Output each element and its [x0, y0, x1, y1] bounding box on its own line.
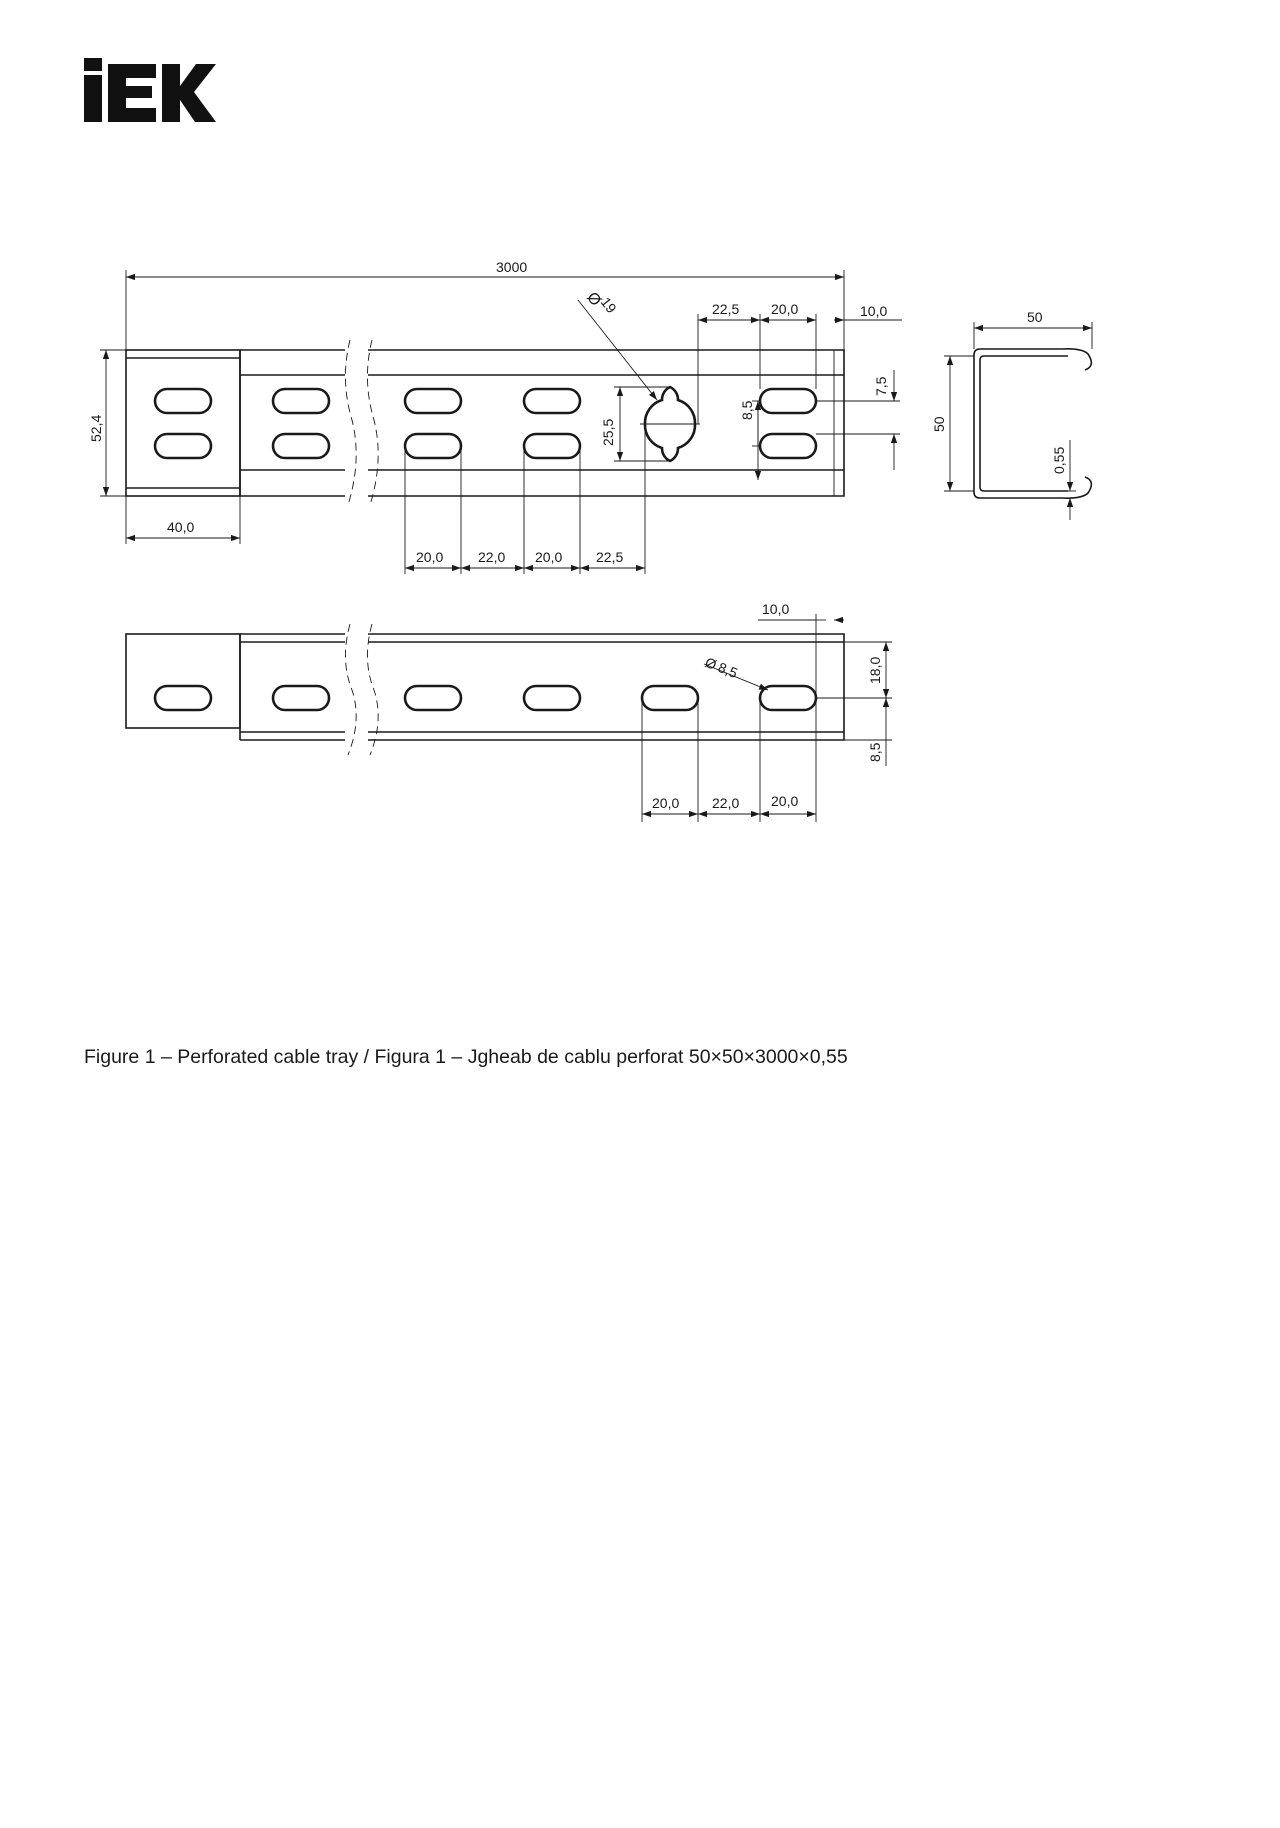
dim-top-spacing-1: 22,5 [712, 301, 739, 317]
dim-section-height: 50 [931, 416, 947, 432]
dim-slot-diameter: 8,5 [716, 659, 740, 681]
dim-top-spacing-3: 10,0 [860, 303, 887, 319]
dim-bottom-view-spacing-3: 20,0 [771, 793, 798, 809]
dim-vertical-bottom: 8,5 [867, 742, 883, 762]
dim-bottom-spacing-4: 22,5 [596, 549, 623, 565]
dim-section-thickness: 0,55 [1051, 447, 1067, 474]
dim-bottom-spacing-1: 20,0 [416, 549, 443, 565]
figure-caption: Figure 1 – Perforated cable tray / Figur… [84, 1046, 848, 1068]
dim-bottom-spacing-2: 22,0 [478, 549, 505, 565]
dim-top-spacing-2: 20,0 [771, 301, 798, 317]
dim-vertical-top: 18,0 [867, 657, 883, 684]
dim-bottom-view-spacing-1: 20,0 [652, 795, 679, 811]
dim-end-length: 40,0 [167, 519, 194, 535]
iek-logo [84, 58, 216, 122]
bottom-view: 10,0 Ø 8,5 18,0 8,5 20,0 22,0 20,0 [125, 601, 892, 822]
dim-overall-length: 3000 [496, 259, 527, 275]
top-view: 3000 52,4 40,0 Ø 19 25,5 22,5 20,0 10,0 [88, 259, 902, 574]
cross-section: 50 50 0,55 [931, 309, 1093, 520]
dim-bottom-spacing-3: 20,0 [535, 549, 562, 565]
dim-bottom-view-spacing-2: 22,0 [712, 795, 739, 811]
dim-height: 52,4 [88, 415, 104, 442]
dim-keyhole-height: 25,5 [600, 419, 616, 446]
dim-right-offset: 7,5 [873, 376, 889, 396]
dim-end-offset: 10,0 [762, 601, 789, 617]
dim-section-width: 50 [1027, 309, 1043, 325]
dim-slot-row-gap: 8,5 [739, 400, 755, 420]
